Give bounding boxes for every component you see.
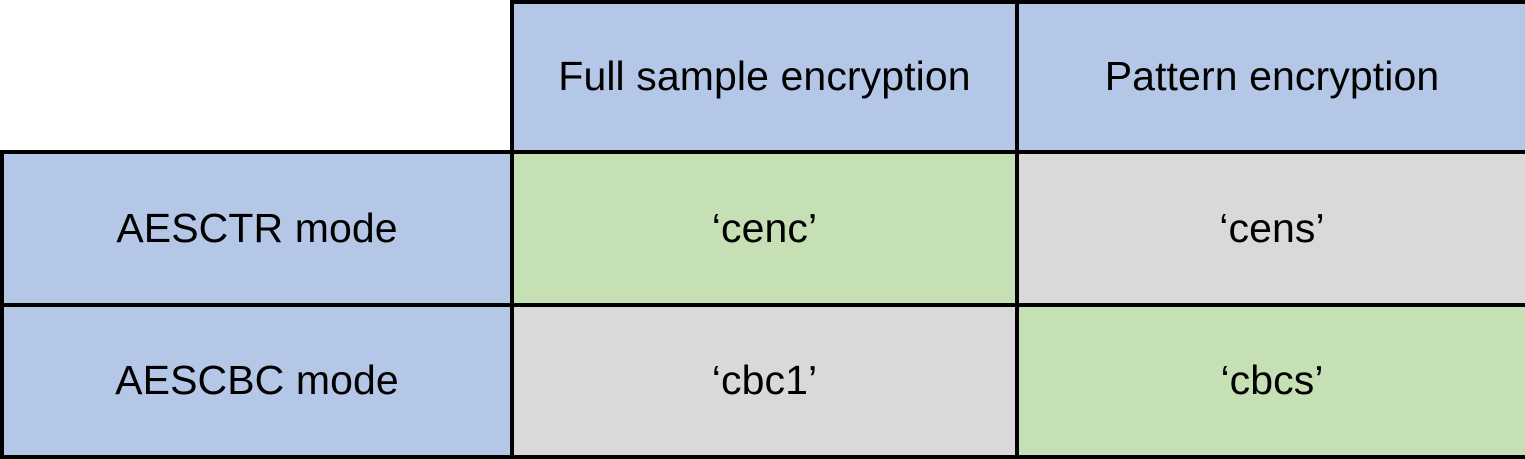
table-corner-blank <box>0 0 510 150</box>
table-cell-value: ‘cbcs’ <box>1220 357 1324 404</box>
row-header-label: AESCBC mode <box>115 357 399 404</box>
table-cell-aescbc-pattern: ‘cbcs’ <box>1015 303 1525 459</box>
column-header-pattern-encryption: Pattern encryption <box>1015 0 1525 154</box>
table-cell-value: ‘cenc’ <box>711 204 818 251</box>
row-header-aescbc-mode: AESCBC mode <box>0 303 514 459</box>
table-cell-aesctr-pattern: ‘cens’ <box>1015 150 1525 307</box>
row-header-label: AESCTR mode <box>116 204 398 251</box>
column-header-label: Pattern encryption <box>1104 53 1440 100</box>
column-header-label: Full sample encryption <box>558 53 971 100</box>
table-cell-aescbc-full-sample: ‘cbc1’ <box>510 303 1019 459</box>
table-cell-value: ‘cens’ <box>1219 204 1325 251</box>
column-header-full-sample-encryption: Full sample encryption <box>510 0 1019 154</box>
table-cell-aesctr-full-sample: ‘cenc’ <box>510 150 1019 307</box>
table-cell-value: ‘cbc1’ <box>711 357 818 404</box>
row-header-aesctr-mode: AESCTR mode <box>0 150 514 307</box>
